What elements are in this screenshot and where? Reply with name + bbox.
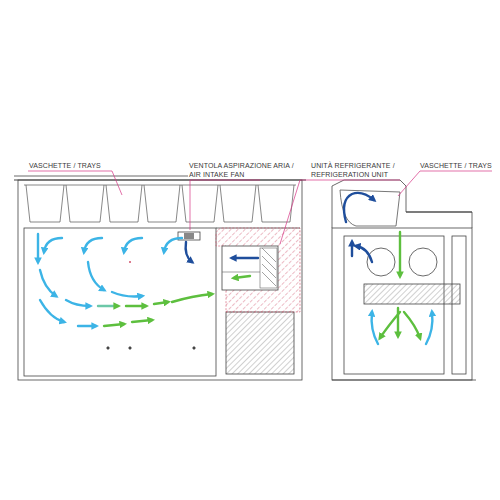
front-view-part	[193, 347, 195, 349]
front-view-part	[129, 261, 131, 263]
side-airflow-arrows-part	[399, 232, 401, 276]
refrigeration-unit-part	[184, 233, 194, 239]
side-view-part	[340, 190, 400, 226]
refrigeration-unit-part-part	[262, 256, 276, 270]
trays-part	[144, 185, 180, 222]
trays-part	[66, 185, 104, 222]
refrigeration-unit-part-part	[260, 248, 277, 288]
front-view-part	[129, 347, 131, 349]
trays-part	[220, 185, 256, 222]
airflow-arrows-part	[37, 234, 39, 262]
trays	[24, 185, 296, 222]
front-view-part	[226, 312, 294, 374]
refrigeration-unit-part-part	[222, 272, 260, 273]
airflow-arrows-part	[88, 262, 104, 290]
airflow-arrows	[38, 234, 258, 326]
trays-part	[182, 185, 218, 222]
airflow-arrows-part	[172, 294, 212, 302]
side-airflow-arrows	[344, 193, 432, 344]
airflow-arrows-part	[234, 276, 250, 278]
side-view-part	[452, 236, 466, 374]
leader-lines-part	[190, 180, 260, 181]
leader-lines-part	[28, 171, 122, 195]
leader-lines-part	[280, 180, 312, 244]
leader-lines	[28, 171, 492, 244]
airflow-arrows-part	[40, 270, 56, 296]
side-view-part	[364, 284, 460, 304]
callout-label: VENTOLA ASPIRAZIONE ARIA / AIR INTAKE FA…	[188, 161, 308, 179]
airflow-arrows-part	[112, 292, 142, 297]
side-view-part	[332, 228, 472, 380]
refrigeration-unit-part-part	[262, 248, 276, 262]
callout-label: VASCHETTE / TRAYS	[28, 161, 130, 170]
front-view-part	[24, 228, 216, 376]
side-airflow-arrows-part	[426, 312, 432, 344]
refrigeration-unit	[178, 228, 300, 312]
trays-part	[106, 185, 142, 222]
airflow-arrows-part	[44, 238, 62, 252]
airflow-arrows-part	[84, 238, 102, 252]
airflow-arrows-part	[232, 257, 258, 259]
side-airflow-arrows-part	[404, 312, 420, 338]
callout-label: VASCHETTE / TRAYS	[419, 161, 497, 170]
side-view-part	[332, 180, 472, 228]
front-view	[14, 176, 306, 380]
airflow-arrows-part	[132, 320, 152, 322]
side-view-part	[406, 211, 472, 212]
trays-part	[26, 185, 64, 222]
front-view-part	[18, 180, 302, 380]
front-view-part	[107, 347, 109, 349]
leader-lines-part	[190, 180, 191, 230]
side-view-part	[344, 236, 444, 374]
airflow-arrows-part	[40, 300, 64, 322]
refrigeration-unit-part-part	[262, 264, 276, 278]
refrigeration-unit-part	[216, 228, 300, 312]
leader-lines-part	[420, 171, 492, 172]
refrigeration-unit-part	[222, 246, 278, 290]
side-airflow-arrows-part	[380, 312, 400, 338]
side-airflow-arrows-part	[372, 312, 378, 344]
side-view-part	[409, 248, 437, 276]
side-view	[332, 180, 476, 380]
airflow-arrows-part	[126, 305, 146, 307]
side-airflow-arrows-part	[344, 193, 374, 222]
airflow-arrows-part	[104, 324, 124, 326]
airflow-arrows-part	[124, 238, 142, 252]
front-view-part	[14, 179, 306, 180]
callout-label: UNITÀ REFRIGERANTE / REFRIGERATION UNIT	[310, 161, 412, 179]
side-view-part	[332, 380, 476, 381]
airflow-arrows-part	[154, 302, 168, 304]
trays-part	[24, 185, 296, 186]
airflow-arrows-part	[98, 305, 118, 307]
refrigeration-unit-part-part	[262, 272, 276, 286]
airflow-arrows-part	[66, 300, 90, 306]
airflow-arrows-part	[164, 238, 182, 252]
airflow-arrows-part	[78, 325, 96, 327]
leader-lines-part	[312, 180, 400, 181]
side-airflow-arrows-part	[351, 242, 353, 256]
airflow-arrows-part	[186, 242, 192, 262]
refrigeration-unit-part	[222, 248, 277, 288]
side-airflow-arrows-part	[356, 246, 372, 262]
